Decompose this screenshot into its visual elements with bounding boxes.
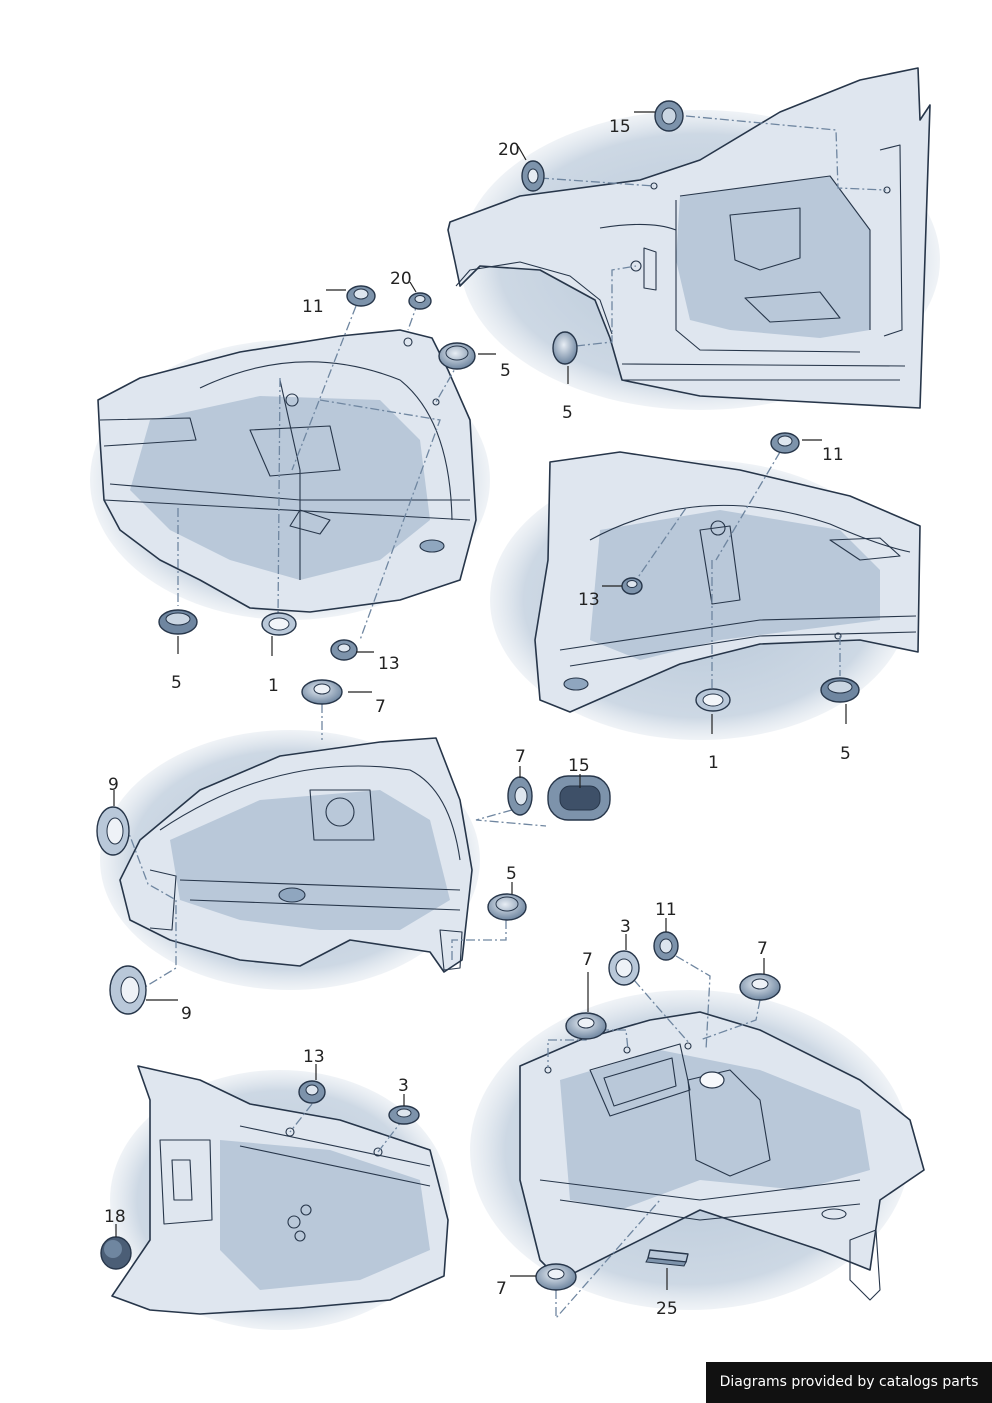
plugs [96,100,860,1291]
leader-lines [117,115,887,1320]
plug-5-d [487,893,527,921]
callout-1: 1 [268,676,279,696]
plug-11-c [653,931,679,961]
callout-13: 13 [378,654,400,674]
callout-9: 9 [108,775,119,795]
plug-5-b [158,609,198,635]
plug-20-top [521,160,545,192]
plug-7-a [301,679,343,705]
callout-15: 15 [568,756,590,776]
callout-3: 3 [398,1076,409,1096]
plug-13-b [621,577,643,595]
plug-13-a [330,639,358,661]
plug-13-c [298,1080,326,1104]
callout-1: 1 [708,753,719,773]
plug-9-b [109,965,147,1015]
callout-3: 3 [620,917,631,937]
plug-3-a [608,950,640,986]
callout-18: 18 [104,1207,126,1227]
plug-11-a [346,285,376,307]
callout-20: 20 [390,269,412,289]
front-engine-bay-assembly [470,990,925,1310]
plug-7-d [739,973,781,1001]
plug-15-b [547,775,611,821]
credit-banner: Diagrams provided by catalogs parts [706,1362,992,1403]
callout-5: 5 [506,864,517,884]
plug-20-b [408,292,432,310]
plug-5-c [820,677,860,703]
callout-15: 15 [609,117,631,137]
plug-11-b [770,432,800,454]
rear-wheel-arch-assembly [100,730,480,990]
callout-7: 7 [582,950,593,970]
front-left-wheel-arch-assembly [90,329,490,620]
front-right-wheel-arch-assembly [490,451,921,740]
callout-7: 7 [757,939,768,959]
callout-25: 25 [656,1299,678,1319]
callout-13: 13 [578,590,600,610]
callout-5: 5 [840,744,851,764]
callout-11: 11 [302,297,324,317]
plug-5-side [552,331,578,365]
callout-5: 5 [500,361,511,381]
callout-20: 20 [498,140,520,160]
plug-25 [645,1249,689,1267]
callout-11: 11 [655,900,677,920]
callout-labels: 15 20 11 20 5 5 5 1 13 11 13 1 5 7 9 7 1… [104,117,851,1319]
callout-ticks [113,111,847,1290]
callout-11: 11 [822,445,844,465]
callout-5: 5 [171,673,182,693]
plug-5-a [438,342,476,370]
plug-9-a [96,806,130,856]
plug-7-e [535,1263,577,1291]
plug-7-b [507,776,533,816]
plug-1-b [695,688,731,712]
plug-1-a [261,612,297,636]
rear-inner-quarter-assembly [110,1065,450,1330]
callout-13: 13 [303,1047,325,1067]
plug-3-b [388,1105,420,1125]
callout-9: 9 [181,1004,192,1024]
callout-5: 5 [562,403,573,423]
plug-15-top [654,100,684,132]
plug-7-c [565,1012,607,1040]
callout-7: 7 [375,697,386,717]
callout-7: 7 [515,747,526,767]
plug-18 [100,1236,132,1270]
side-body-assembly [447,67,940,410]
callout-7: 7 [496,1279,507,1299]
